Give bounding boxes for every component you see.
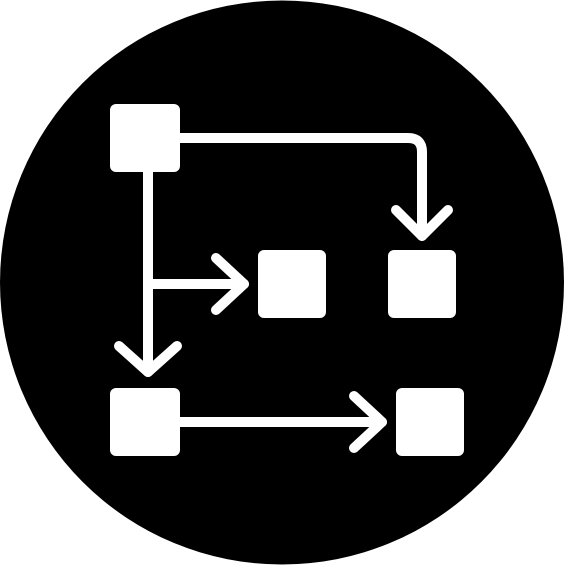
node-middle-right [388, 250, 456, 318]
node-bottom-left [110, 388, 180, 456]
connector-top-right [175, 133, 427, 241]
arrowhead-down-left [114, 341, 182, 377]
arrowhead-right-bottom [349, 391, 387, 453]
arrowhead-right-middle [211, 253, 249, 315]
node-top-left [110, 104, 180, 172]
node-middle-center [258, 250, 326, 318]
arrowhead-down-right [391, 205, 453, 241]
node-bottom-right [396, 388, 464, 456]
